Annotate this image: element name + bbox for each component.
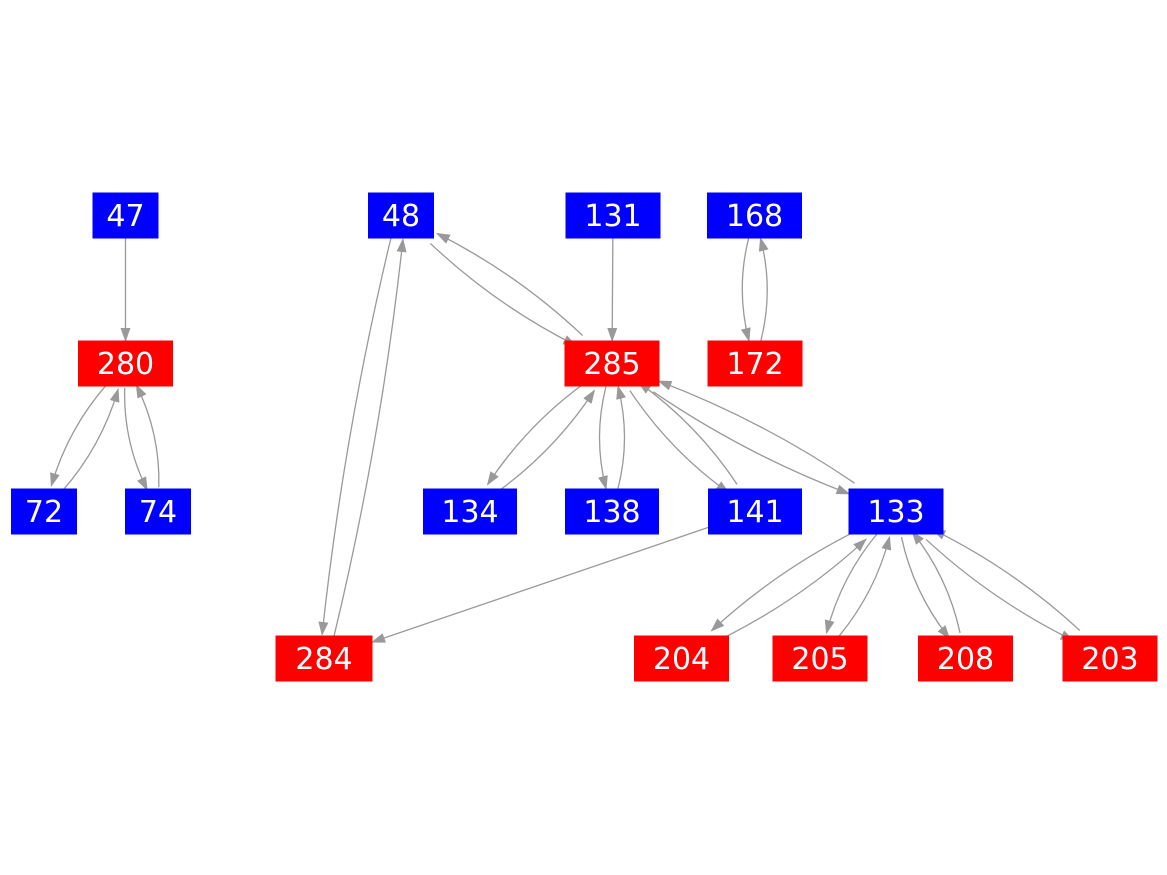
node-138-box [565,488,659,535]
node-168-box [707,192,802,239]
node-204: 204 [634,635,729,682]
node-74-label: 74 [139,495,177,530]
node-285-box [564,340,660,387]
edge-204-133 [718,538,867,642]
node-72-label: 72 [25,495,63,530]
node-131-label: 131 [584,199,641,234]
edge-74-280 [135,383,160,488]
edge-280-72 [50,383,109,488]
node-204-label: 204 [653,642,710,677]
node-131: 131 [565,192,661,239]
edge-141-285 [637,381,738,485]
node-285: 285 [564,340,660,387]
node-172-box [707,340,803,387]
node-205: 205 [772,635,868,682]
edge-285-138 [598,386,608,490]
node-133-label: 133 [867,495,924,530]
edge-285-141 [629,390,730,494]
node-172-label: 172 [726,347,783,382]
edge-133-204 [710,528,860,632]
node-47-label: 47 [106,199,144,234]
node-208-label: 208 [937,642,994,677]
edge-133-203 [925,538,1075,642]
node-141-label: 141 [726,495,783,530]
edge-134-285 [496,389,596,494]
edge-48-284 [318,237,392,636]
node-172: 172 [707,340,803,387]
edge-285-133 [652,391,851,495]
node-203-box [1062,635,1158,682]
node-134-box [423,488,517,535]
node-208: 208 [918,635,1013,682]
edge-203-133 [931,528,1081,632]
node-205-box [772,635,868,682]
node-134-label: 134 [441,495,498,530]
node-204-box [634,635,729,682]
edge-133-205 [824,531,880,635]
node-133-box [848,488,944,535]
node-284-box [275,635,373,682]
edges-layer [50,232,1081,643]
edge-205-133 [836,535,892,639]
node-47: 47 [92,192,159,239]
node-168-label: 168 [726,199,783,234]
node-280-box [78,340,173,387]
node-47-box [92,192,159,239]
node-141: 141 [708,488,802,535]
edge-284-48 [333,238,407,637]
node-284: 284 [275,635,373,682]
edge-138-285 [616,385,626,489]
node-203-label: 203 [1081,642,1138,677]
edge-285-48 [435,232,584,337]
node-72-box [11,488,77,535]
edge-48-285 [429,242,578,347]
node-48-box [368,192,434,239]
node-280: 280 [78,340,173,387]
node-48-label: 48 [382,199,420,234]
node-138: 138 [565,488,659,535]
edge-133-285 [657,380,856,484]
node-131-box [565,192,661,239]
node-168: 168 [707,192,802,239]
node-74-box [125,488,191,535]
edge-285-134 [486,381,586,486]
node-141-box [708,488,802,535]
node-208-box [918,635,1013,682]
nodes-layer: 47 48 131 168 280 285 172 72 74 134 138 141 133 284 20… [11,192,1158,682]
edge-168-172 [740,238,751,342]
node-133: 133 [848,488,944,535]
node-138-label: 138 [583,495,640,530]
edge-172-168 [758,237,769,341]
node-74: 74 [125,488,191,535]
node-72: 72 [11,488,77,535]
edge-131-285 [607,238,618,342]
node-134: 134 [423,488,517,535]
node-203: 203 [1062,635,1158,682]
edge-208-133 [911,530,961,634]
edge-280-74 [123,387,148,492]
node-284-label: 284 [295,642,352,677]
node-205-label: 205 [791,642,848,677]
node-48: 48 [368,192,434,239]
node-280-label: 280 [97,347,154,382]
edge-141-284 [371,526,709,643]
node-285-label: 285 [583,347,640,382]
edge-72-280 [61,387,120,492]
edge-133-208 [900,536,951,640]
